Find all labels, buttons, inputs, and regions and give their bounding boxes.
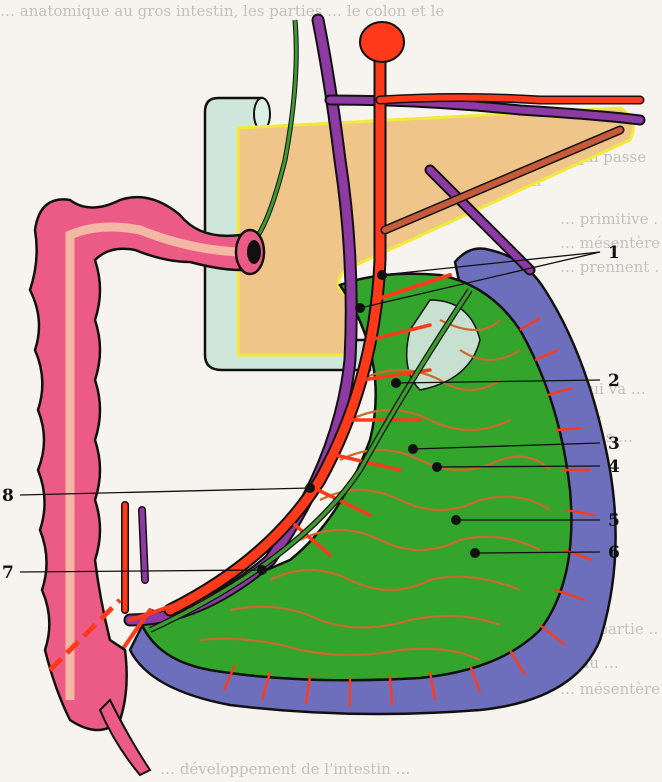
label-2: 2 — [608, 371, 620, 391]
label-5: 5 — [608, 511, 620, 531]
label-3: 3 — [608, 434, 620, 454]
label-1: 1 — [608, 243, 620, 263]
label-4: 4 — [608, 457, 620, 477]
label-7: 7 — [2, 563, 14, 583]
label-6: 6 — [608, 543, 620, 563]
label-8: 8 — [2, 486, 14, 506]
